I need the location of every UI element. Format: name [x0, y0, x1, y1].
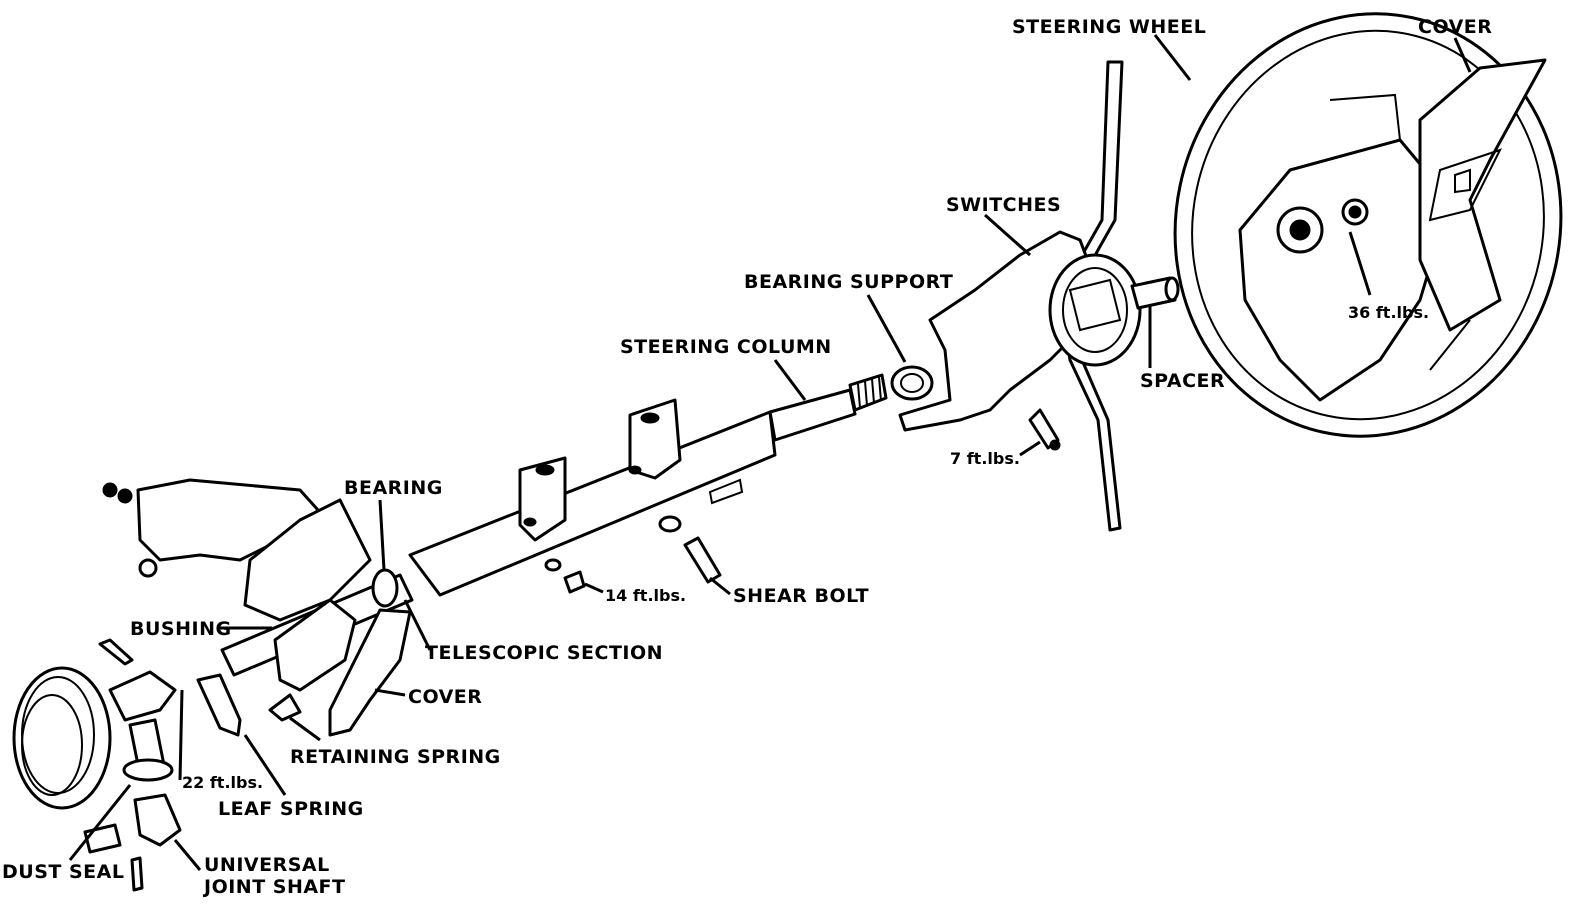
label-torque-22: 22 ft.lbs.: [182, 773, 263, 792]
steering-column: [408, 373, 888, 597]
label-bearing: BEARING: [344, 477, 443, 499]
dust-seal: [12, 666, 112, 810]
universal-joint-shaft: [98, 638, 182, 892]
label-torque-36: 36 ft.lbs.: [1348, 303, 1429, 322]
label-universal-joint-line1: UNIVERSAL: [204, 854, 330, 876]
label-cover-bottom: COVER: [408, 686, 482, 708]
lower-bracket: [102, 478, 372, 692]
sleeve: [83, 823, 122, 854]
label-leaf-spring: LEAF SPRING: [218, 798, 364, 820]
lower-cover: [328, 608, 412, 737]
label-torque-14: 14 ft.lbs.: [605, 586, 686, 605]
label-shear-bolt: SHEAR BOLT: [733, 585, 869, 607]
label-retaining-spring: RETAINING SPRING: [290, 746, 501, 768]
bearing-support: [890, 365, 934, 401]
label-spacer: SPACER: [1140, 370, 1225, 392]
leaf-spring: [196, 673, 242, 737]
label-cover-top: COVER: [1418, 16, 1492, 38]
labels: STEERING WHEEL COVER SWITCHES BEARING SU…: [2, 16, 1492, 898]
label-dust-seal: DUST SEAL: [2, 861, 124, 883]
label-torque-7: 7 ft.lbs.: [950, 449, 1020, 468]
retaining-spring: [268, 693, 302, 722]
switch-bolt: [1028, 408, 1061, 451]
switches-housing: [898, 230, 1142, 432]
label-telescopic-section: TELESCOPIC SECTION: [425, 642, 663, 664]
label-steering-column: STEERING COLUMN: [620, 336, 832, 358]
leader-lines: [68, 34, 1472, 871]
label-steering-wheel: STEERING WHEEL: [1012, 16, 1206, 38]
label-bushing: BUSHING: [130, 618, 232, 640]
bracket-bolt: [544, 558, 586, 594]
shear-bolt: [658, 515, 722, 584]
label-bearing-support: BEARING SUPPORT: [744, 271, 953, 293]
wheel-cover-pad: [1418, 58, 1547, 332]
label-switches: SWITCHES: [946, 194, 1061, 216]
label-universal-joint-line2: JOINT SHAFT: [202, 876, 346, 898]
spacer: [1130, 276, 1180, 310]
